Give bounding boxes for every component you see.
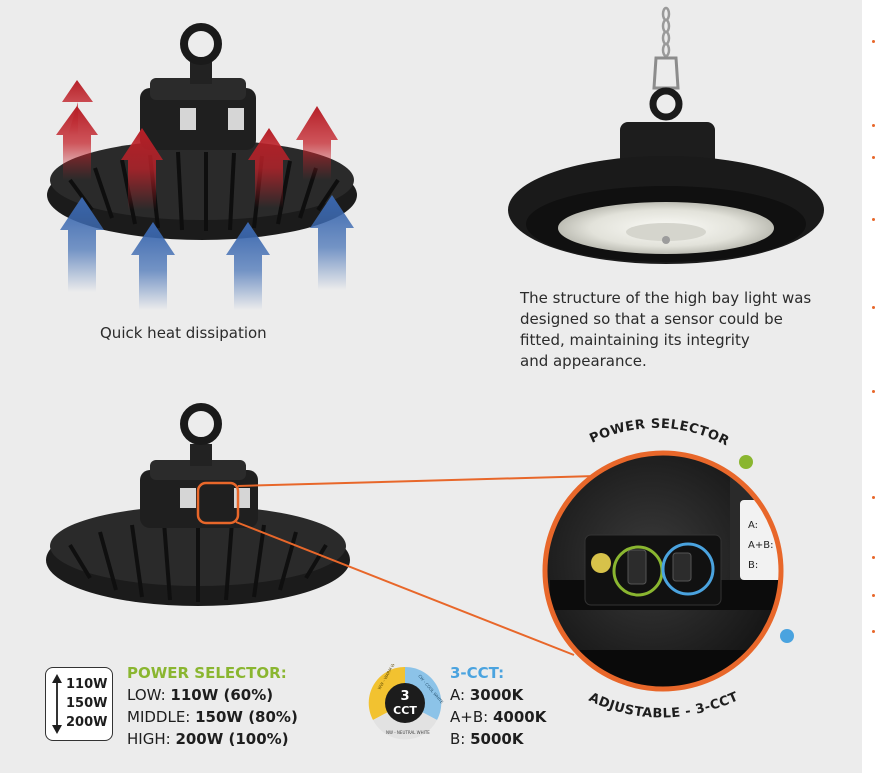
bullet-dot [872,124,875,127]
structure-caption: The structure of the high bay light was … [520,288,840,372]
cct-title: 3-CCT: [450,664,505,682]
structure-caption-line: and appearance. [520,352,647,370]
double-arrow-icon [52,674,62,734]
cct-row-ab: A+B: 4000K [450,708,547,726]
watt-110: 110W [66,677,108,692]
svg-text:3: 3 [400,689,409,704]
bullet-dot [872,390,875,393]
zoom-callout [542,450,794,692]
bullet-dot [872,556,875,559]
sensor-lamp [508,6,824,264]
structure-caption-line: fitted, maintaining its integrity [520,331,750,349]
wattage-box: 110W 150W 200W [45,667,113,741]
structure-caption-line: designed so that a sensor could be [520,310,783,328]
adjustable-cct-arc-label: ADJUSTABLE - 3-CCT [586,689,740,721]
bullet-dot [872,496,875,499]
power-row-high: HIGH: 200W (100%) [127,730,289,748]
cct-specs: A: 3000K A+B: 4000K B: 5000K [450,684,546,750]
power-selector-specs: LOW: 110W (60%) MIDDLE: 150W (80%) HIGH:… [127,684,298,750]
plate-label-a: A: [748,520,758,531]
structure-caption-line: The structure of the high bay light was [520,289,812,307]
cool-air-arrow-icon [60,195,354,310]
bullet-dot [872,218,875,221]
hot-air-arrow-icon [56,80,338,210]
cct-badge-icon: 3 CCT WW - WARM WHITE CW - COOL WHITE NW… [368,664,444,740]
cct-row-b: B: 5000K [450,730,524,748]
bullet-dot [872,306,875,309]
cct-row-a: A: 3000K [450,686,524,704]
bullet-dot [872,630,875,633]
plate-label-b: B: [748,560,758,571]
power-selector-title: POWER SELECTOR: [127,664,287,682]
bullet-dot [872,40,875,43]
heat-caption: Quick heat dissipation [100,324,267,342]
power-selector-lamp [46,403,350,606]
svg-text:CCT: CCT [393,704,417,717]
power-row-low: LOW: 110W (60%) [127,686,274,704]
bullet-dot [872,594,875,597]
right-margin [862,0,877,773]
plate-label-ab: A+B: [748,540,773,551]
watt-150: 150W [66,696,108,711]
svg-text:NW - NEUTRAL WHITE: NW - NEUTRAL WHITE [386,730,430,735]
bullet-dot [872,156,875,159]
power-row-middle: MIDDLE: 150W (80%) [127,708,298,726]
power-selector-arc-label: POWER SELECTOR [587,417,731,450]
callout-lines [235,475,597,656]
watt-200: 200W [66,715,108,730]
